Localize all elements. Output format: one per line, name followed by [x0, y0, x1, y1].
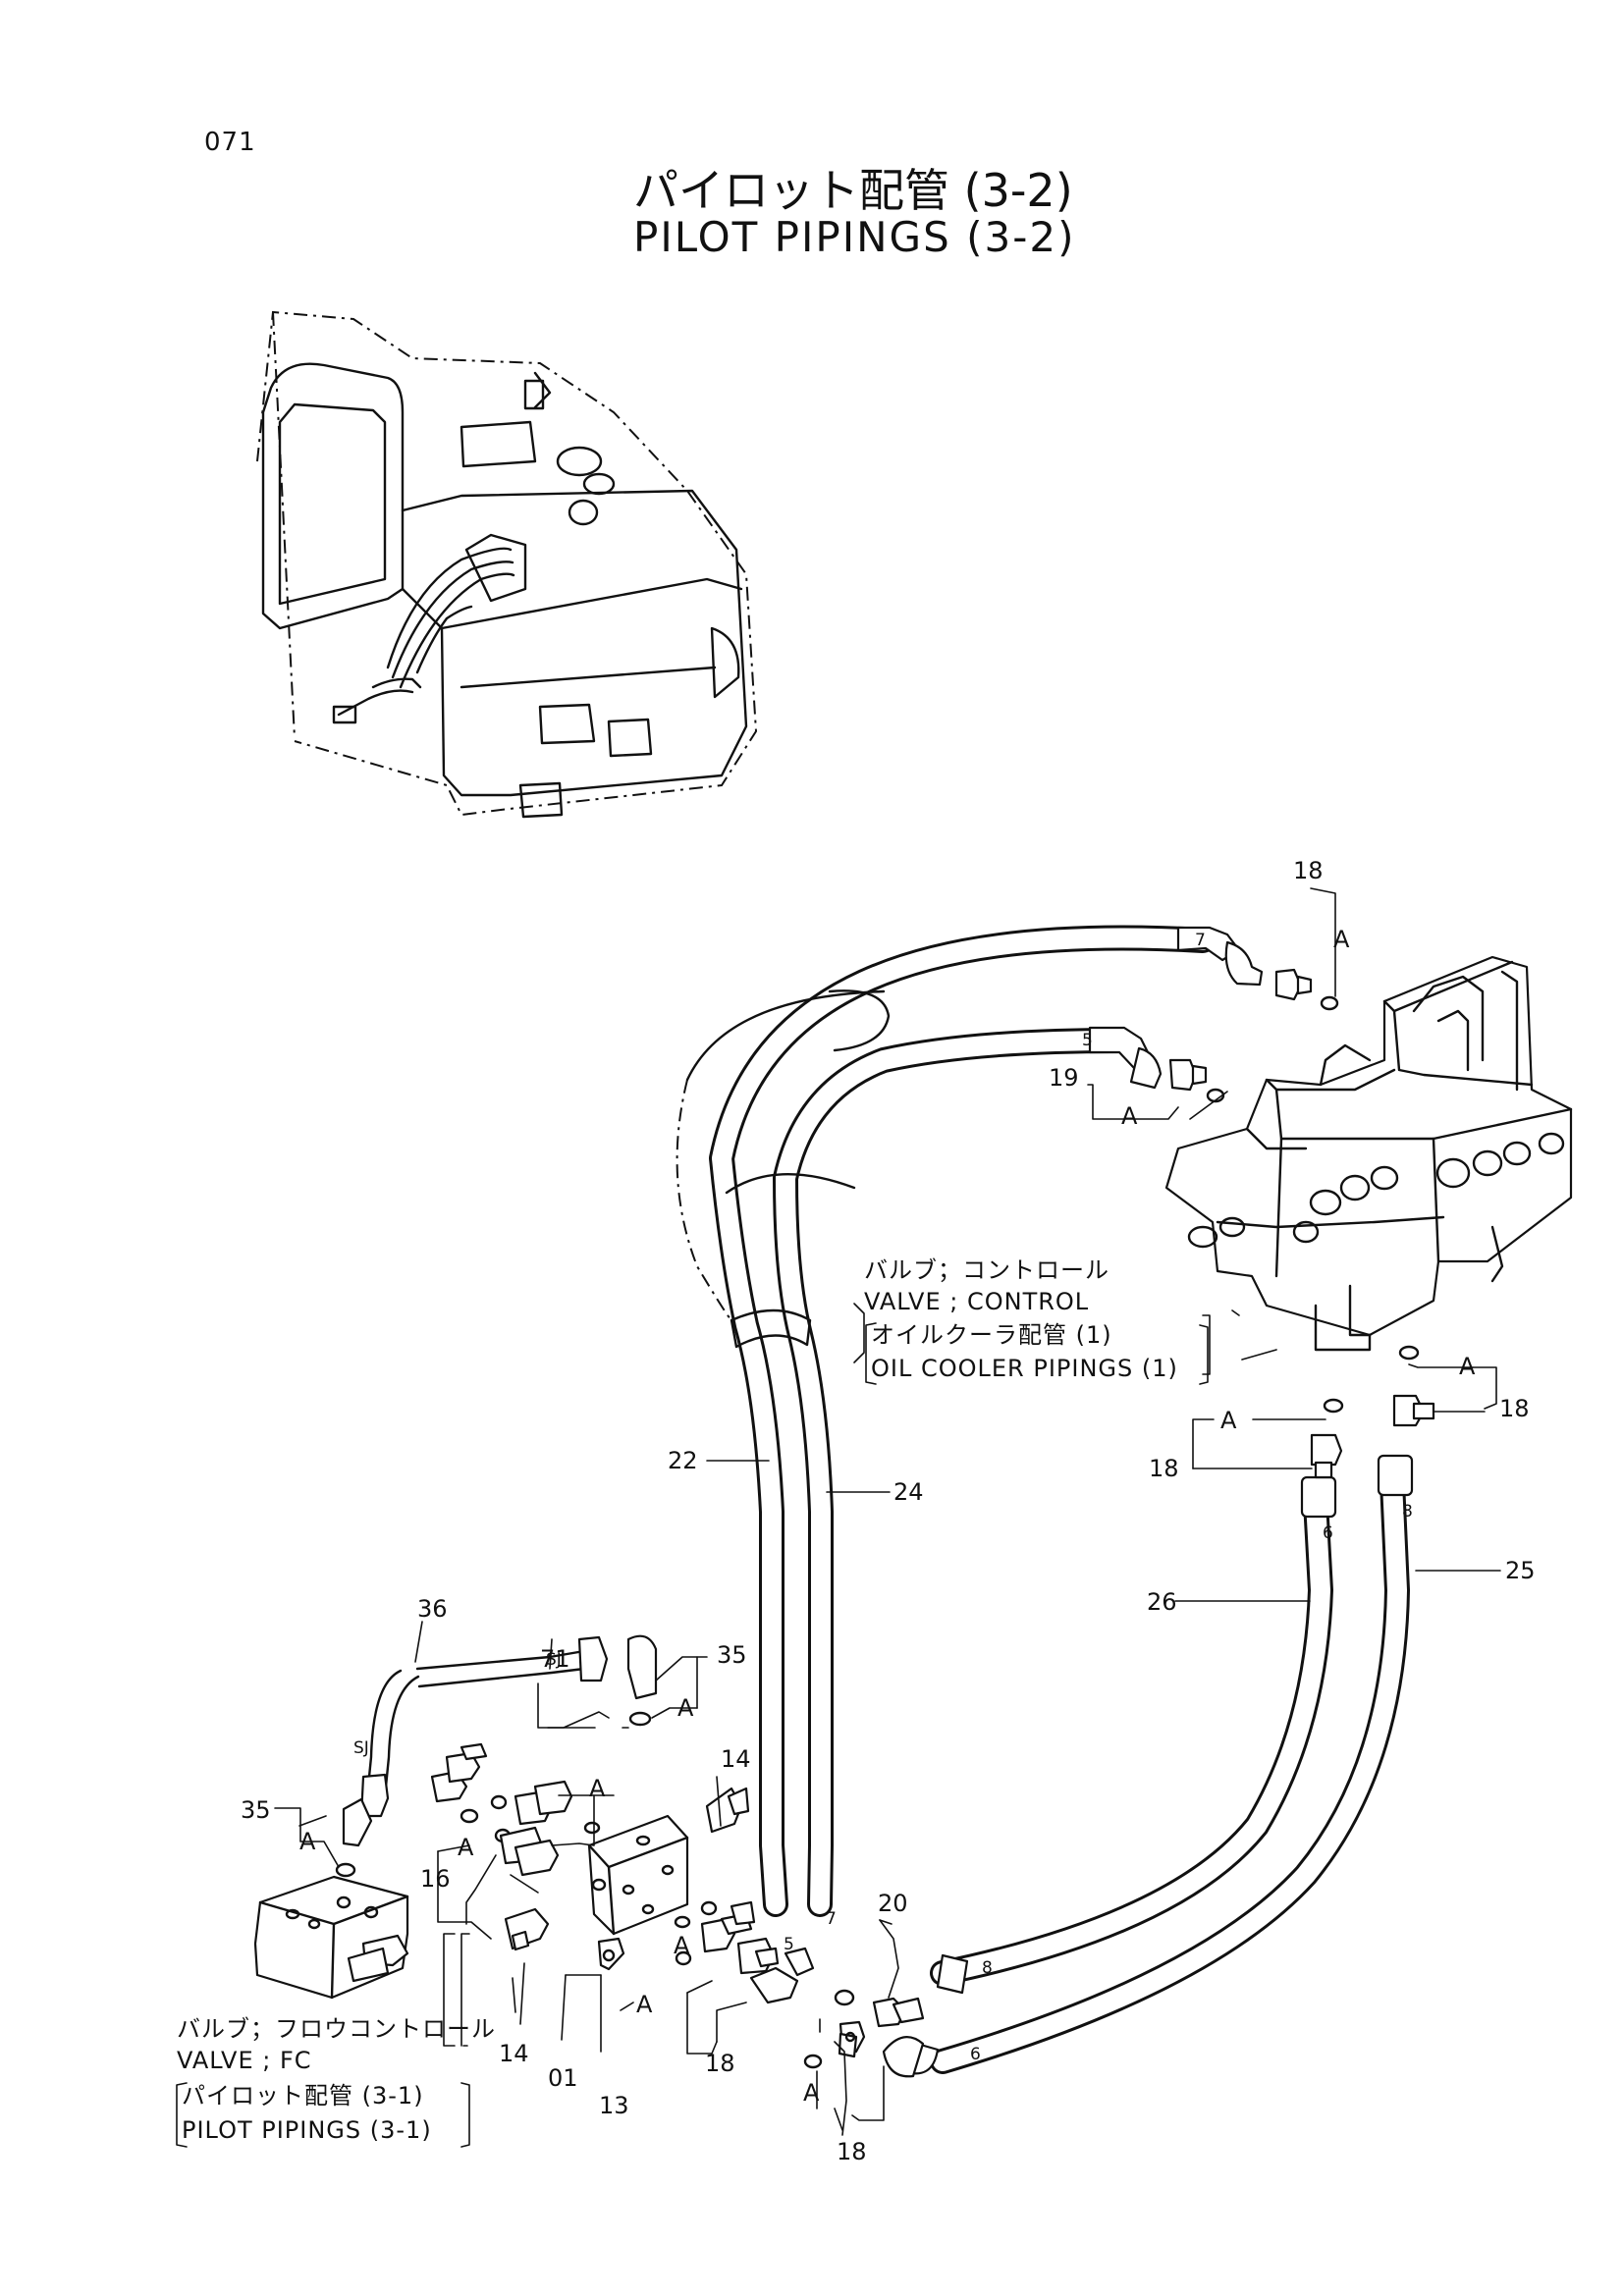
callout-18-bottom: 18 [837, 2138, 867, 2165]
callout-35-top: 35 [717, 1641, 747, 1669]
note-control-valve-jp: バルブ；コントロール [864, 1256, 1109, 1284]
callout-01: 01 [548, 2064, 578, 2092]
section-mark-a: A [803, 2079, 820, 2107]
section-mark-a: A [589, 1775, 606, 1802]
hose-mark-8: 8 [982, 1958, 993, 1978]
section-mark-a: A [636, 1991, 653, 2018]
callout-18-top: 18 [1293, 857, 1324, 884]
callout-16: 16 [420, 1865, 451, 1893]
hose-mark-5: 5 [1082, 1031, 1093, 1050]
note-pilot-31-en: PILOT PIPINGS (3-1) [182, 2116, 432, 2144]
note-fc-valve-jp: バルブ；フロウコントロール [177, 2015, 496, 2043]
leader-lines [274, 887, 1501, 2136]
callout-35-left: 35 [241, 1796, 271, 1824]
section-mark-a: A [1459, 1353, 1476, 1380]
upper-hose-fittings [1088, 926, 1339, 1103]
page-number: 071 [204, 128, 256, 157]
section-mark-a: A [1333, 926, 1350, 953]
callout-36: 36 [417, 1595, 448, 1623]
callout-18-cv-left: 18 [1149, 1455, 1179, 1482]
callout-24: 24 [893, 1478, 924, 1506]
section-mark-a: A [674, 1932, 690, 1959]
title-japanese: パイロット配管 (3-2) [633, 164, 1073, 217]
machine-overview-sketch [256, 310, 758, 819]
callout-14-bottom: 14 [499, 2040, 529, 2067]
section-marks: A A A A A A A A A A A [299, 926, 1476, 2107]
callout-25: 25 [1505, 1557, 1536, 1584]
note-pilot-31-jp: パイロット配管 (3-1) [182, 2082, 424, 2109]
hose-mark-8: 8 [1402, 1502, 1413, 1522]
hose-mark-5: 5 [784, 1935, 794, 1954]
callout-19: 19 [1049, 1064, 1079, 1092]
note-control-valve-en: VALVE ; CONTROL [864, 1288, 1089, 1315]
callout-26: 26 [1147, 1588, 1177, 1616]
callout-22: 22 [668, 1447, 698, 1474]
section-mark-a: A [458, 1834, 474, 1861]
hose-end-marks: 7 5 6 8 5 7 8 6 SJ SJ [353, 931, 1413, 2064]
section-mark-a: A [299, 1828, 316, 1855]
callout-14-top: 14 [721, 1745, 751, 1773]
note-fc-valve-en: VALVE ; FC [177, 2047, 312, 2074]
hose-mark-6: 6 [1323, 1523, 1333, 1543]
note-oil-cooler-jp: オイルクーラ配管 (1) [871, 1321, 1112, 1349]
callout-20: 20 [878, 1890, 908, 1917]
hose-mark-7: 7 [826, 1909, 837, 1929]
title-english: PILOT PIPINGS (3-2) [633, 213, 1076, 261]
control-valve [1164, 955, 1573, 1479]
section-mark-a: A [1121, 1102, 1138, 1130]
callout-18-mid: 18 [705, 2050, 735, 2077]
callout-numbers: 18 19 22 24 18 18 26 25 36 35 71 14 35 1… [241, 857, 1536, 2165]
hose-mark-6: 6 [970, 2045, 981, 2064]
hose-mark-sj: SJ [353, 1738, 369, 1758]
pilot-hoses-22-24 [676, 925, 1216, 1917]
section-mark-a: A [1220, 1407, 1237, 1434]
notes: バルブ；コントロール VALVE ; CONTROL オイルクーラ配管 (1) … [176, 1256, 1209, 2148]
flow-control-valve-block [253, 1634, 925, 2069]
callout-13: 13 [599, 2092, 629, 2119]
callout-18-cv-right: 18 [1499, 1395, 1530, 1422]
callout-71: 71 [540, 1645, 570, 1673]
hose-mark-sj: SJ [546, 1650, 562, 1670]
hose-mark-7: 7 [1195, 931, 1206, 950]
section-mark-a: A [677, 1694, 694, 1722]
note-oil-cooler-en: OIL COOLER PIPINGS (1) [871, 1355, 1178, 1382]
hoses-25-26 [882, 1454, 1414, 2078]
